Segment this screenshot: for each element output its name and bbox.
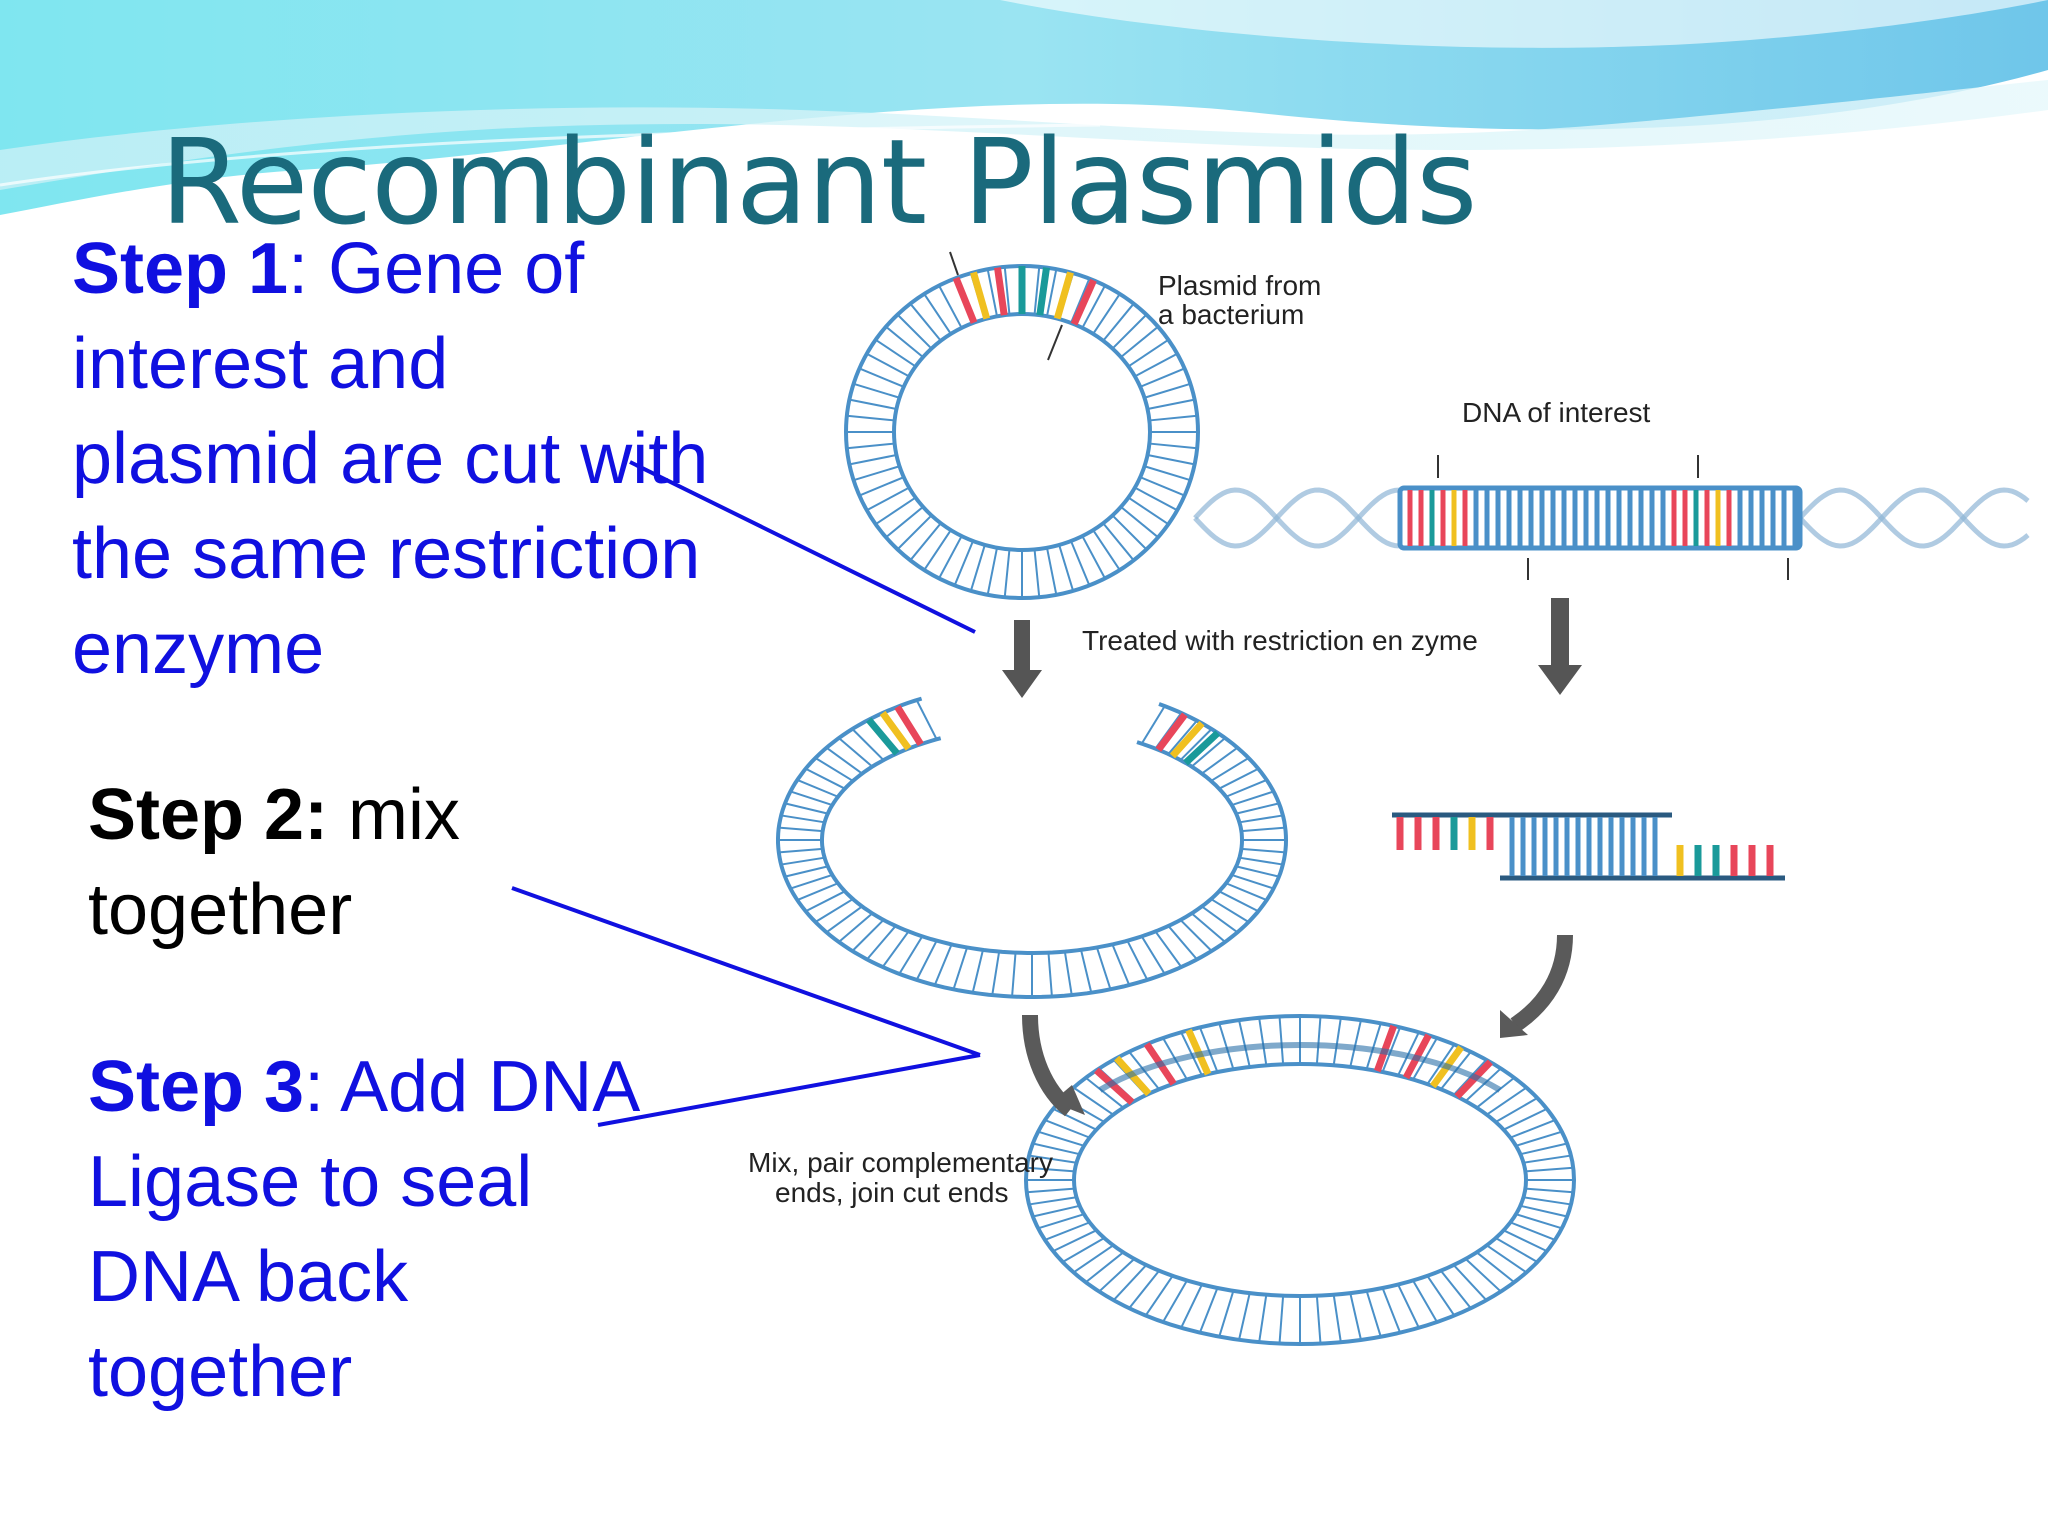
- down-arrow-icon: [1538, 598, 1582, 695]
- slide-title: Recombinant Plasmids: [160, 113, 1477, 251]
- header-wave-decoration: [0, 0, 2048, 215]
- treated-label: Treated with restriction en zyme: [1082, 625, 1478, 656]
- curved-arrow-icon: [1022, 1014, 1085, 1117]
- plasmid-label-line2: a bacterium: [1158, 299, 1304, 330]
- step2-label: Step 2:: [88, 775, 329, 855]
- cut-plasmid: [776, 696, 1289, 999]
- step1-description: : Gene of interest and plasmid are cut w…: [72, 229, 709, 689]
- down-arrow-icon: [1002, 620, 1042, 698]
- step1-text: Step 1: Gene of interest and plasmid are…: [72, 222, 712, 697]
- diagram-panel: [715, 235, 2048, 1355]
- plasmid-label-line1: Plasmid from: [1158, 270, 1321, 301]
- step3-label: Step 3: [88, 1047, 305, 1127]
- dna-of-interest-label: DNA of interest: [1462, 397, 1651, 428]
- step2-text: Step 2: mix together: [88, 768, 588, 958]
- step2-connector-line: [511, 886, 981, 1057]
- mix-label-line2: ends, join cut ends: [775, 1177, 1009, 1208]
- step2-description: mix together: [88, 775, 461, 950]
- step1-connector-line: [629, 460, 976, 634]
- original-plasmid: [844, 264, 1200, 600]
- cut-site-arrow: [1047, 324, 1063, 361]
- step3-connector-line: [597, 1053, 981, 1127]
- curved-arrow-icon: [1500, 934, 1573, 1038]
- cut-dna-fragment: [1392, 812, 1785, 881]
- step3-description: : Add DNA Ligase to seal DNA back togeth…: [88, 1047, 637, 1412]
- step1-label: Step 1: [72, 229, 289, 309]
- dna-cut-markers: [1437, 455, 1789, 580]
- mix-label-line1: Mix, pair complementary: [748, 1147, 1053, 1178]
- cut-site-arrow: [949, 251, 959, 276]
- step3-text: Step 3: Add DNA Ligase to seal DNA back …: [88, 1040, 688, 1420]
- dna-of-interest-strand: [1193, 485, 2030, 551]
